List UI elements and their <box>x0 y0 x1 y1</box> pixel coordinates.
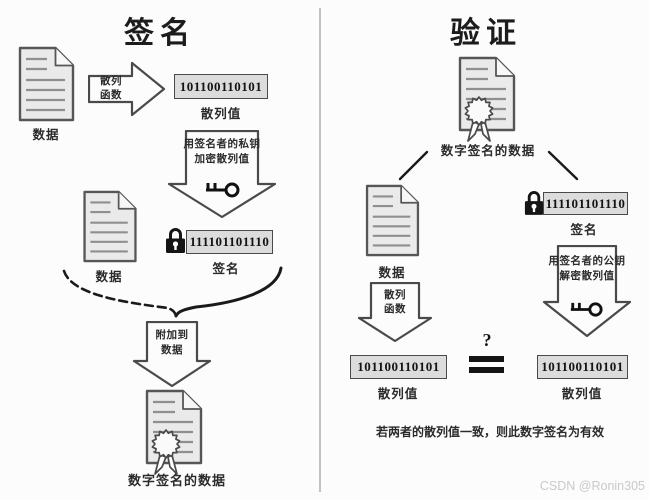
document-label: 数据 <box>32 128 60 142</box>
right-arrow-icon <box>88 60 166 118</box>
hash-value-label: 散列值 <box>200 107 242 121</box>
split-line-right <box>547 150 579 181</box>
document-label: 数据 <box>95 270 123 284</box>
hash-value-label: 散列值 <box>377 387 419 401</box>
lock-icon <box>523 189 545 216</box>
sign-panel-title: 签名 <box>124 17 196 50</box>
document-icon <box>82 190 138 263</box>
decrypt-text: 用签名者的公钥解密散列值 <box>548 256 626 282</box>
signature-label: 签名 <box>212 262 240 276</box>
watermark: CSDN @Ronin305 <box>539 479 645 493</box>
signature-label: 签名 <box>570 223 598 237</box>
key-icon <box>568 300 604 319</box>
conclusion-text: 若两者的散列值一致，则此数字签名为有效 <box>375 425 604 439</box>
down-arrow-icon <box>357 282 433 342</box>
equals-sign <box>469 367 504 373</box>
encrypt-text: 用签名者的私钥加密散列值 <box>183 139 261 165</box>
hash-value-box: 101100110101 <box>350 355 447 379</box>
document-icon <box>18 46 75 122</box>
signed-document-label: 数字签名的数据 <box>127 473 226 488</box>
sealed-document-icon <box>458 56 516 146</box>
verify-panel-title: 验证 <box>450 17 522 50</box>
signed-document-label: 数字签名的数据 <box>440 144 536 158</box>
panel-divider <box>319 8 321 492</box>
down-arrow-icon <box>542 245 632 337</box>
key-icon <box>203 180 241 200</box>
down-arrow-icon <box>132 321 212 387</box>
hash-value-label: 散列值 <box>561 387 603 401</box>
signature-box: 111101101110 <box>543 192 628 215</box>
down-arrow-icon <box>167 130 277 218</box>
split-line-left <box>398 150 429 181</box>
signature-box: 111101101110 <box>186 230 273 254</box>
hash-function-text: 散列函数 <box>100 76 122 101</box>
document-label: 数据 <box>378 266 406 280</box>
equals-sign <box>469 356 504 362</box>
question-mark: ? <box>482 330 492 350</box>
hash-function-text: 散列函数 <box>384 290 406 315</box>
lock-icon <box>164 226 187 254</box>
document-icon <box>364 184 421 257</box>
hash-value-box: 101100110101 <box>537 355 628 379</box>
attach-text: 附加到数据 <box>155 330 189 356</box>
hash-value-box: 101100110101 <box>174 74 268 99</box>
sealed-document-icon <box>145 389 203 479</box>
